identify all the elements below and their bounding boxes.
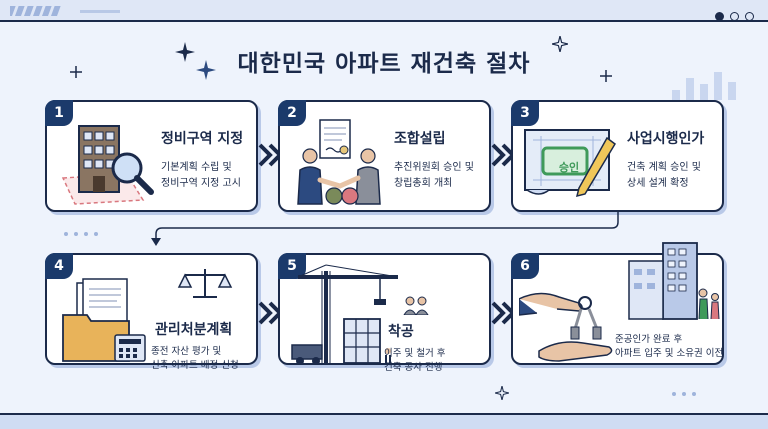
step-card-6: 6 준공인가 완료 후 아파트 입주 및 소유권 이전 <box>511 242 725 365</box>
description-line: 창립총회 개최 <box>394 178 453 189</box>
sparkle-icon <box>495 386 509 400</box>
step-card-4: 4 관리처분계획 종전 자산 평가 및 신축 아파트 배정 신청 <box>45 253 258 371</box>
step-title: 조합설립 <box>394 131 446 147</box>
step-description: 추진위원회 승인 및 창립총회 개최 <box>394 160 494 192</box>
worker-group-icon <box>403 296 429 315</box>
sparkle-icon <box>196 60 216 80</box>
description-line: 상세 설계 확정 <box>627 178 689 189</box>
window-dots <box>709 6 754 25</box>
key-handover-icon <box>519 292 613 362</box>
approval-stamp-text: 승인 <box>558 161 580 174</box>
window-top-bar <box>0 0 768 22</box>
description-line: 종전 자산 평가 및 <box>151 346 222 357</box>
step-card-2: 2 조합설립 추진위원회 승인 및 창립총회 개최 <box>278 100 491 212</box>
step-card-1: 1 정비구역 지정 기본계획 수립 및 정비구역 지정 고시 <box>45 100 258 212</box>
description-line: 이주 및 철거 후 <box>384 348 446 359</box>
description-line: 추진위원회 승인 및 <box>394 162 474 173</box>
construction-crane-icon <box>291 264 399 365</box>
step-description: 건축 계획 승인 및 상세 설계 확정 <box>627 160 727 192</box>
step-description: 이주 및 철거 후 건축 공사 진행 <box>384 347 494 375</box>
step-description: 준공인가 완료 후 아파트 입주 및 소유권 이전 <box>615 333 725 361</box>
window-bottom-bar <box>0 413 768 429</box>
step-number-badge: 2 <box>278 100 306 126</box>
description-line: 아파트 입주 및 소유권 이전 <box>615 348 724 359</box>
step-description: 기본계획 수립 및 정비구역 지정 고시 <box>161 160 261 192</box>
page-title: 대한민국 아파트 재건축 절차 <box>237 51 531 77</box>
step-title: 사업시행인가 <box>627 131 705 147</box>
step-description: 종전 자산 평가 및 신축 아파트 배정 신청 <box>151 345 261 373</box>
step-number-badge: 1 <box>45 100 73 126</box>
step-title: 관리처분계획 <box>155 322 233 338</box>
step-number-badge: 5 <box>278 253 306 279</box>
dot-icon <box>715 12 724 21</box>
step-card-5: 5 착공 이주 및 철거 후 건축 공사 진행 <box>278 253 491 373</box>
scales-icon <box>177 269 233 298</box>
handshake-meeting-icon <box>297 119 381 205</box>
description-line: 건축 계획 승인 및 <box>627 162 701 173</box>
dots-decoration <box>672 392 696 396</box>
description-line: 기본계획 수립 및 <box>161 162 232 173</box>
bar-chart-decoration <box>672 72 736 100</box>
stripe-decoration <box>10 6 120 16</box>
description-line: 신축 아파트 배정 신청 <box>151 360 239 371</box>
blueprint-stamp-icon <box>524 129 616 198</box>
step-title: 착공 <box>388 324 414 340</box>
description-line: 건축 공사 진행 <box>384 362 443 373</box>
step-number-badge: 4 <box>45 253 73 279</box>
step-title: 정비구역 지정 <box>161 131 244 147</box>
plus-icon <box>600 70 612 82</box>
apartment-family-icon <box>628 242 720 320</box>
dot-icon <box>730 12 739 21</box>
description-line: 정비구역 지정 고시 <box>161 178 241 189</box>
building-magnifier-icon <box>61 125 154 205</box>
plus-icon <box>70 66 82 78</box>
step-card-3: 3 승인 사업시행인가 건축 계획 승인 및 상세 설계 확정 <box>511 100 724 212</box>
step-number-badge: 3 <box>511 100 539 126</box>
folder-documents-icon <box>62 278 146 362</box>
dot-icon <box>745 12 754 21</box>
sparkle-icon <box>552 36 568 52</box>
step-number-badge: 6 <box>511 253 539 279</box>
description-line: 준공인가 완료 후 <box>615 334 683 345</box>
dots-decoration <box>64 232 98 236</box>
row-connector-arrow <box>151 212 619 246</box>
sparkle-icon <box>175 42 195 62</box>
